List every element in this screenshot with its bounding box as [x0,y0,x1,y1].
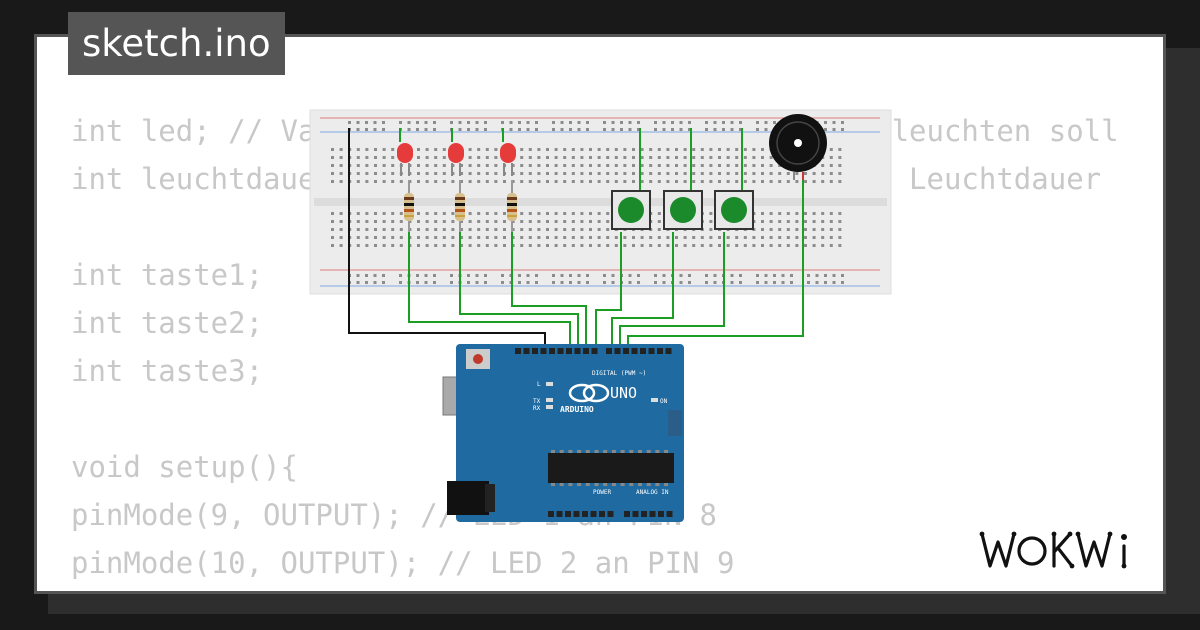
file-title[interactable]: sketch.ino [68,12,285,75]
code-line: int taste2; [71,306,264,340]
pushbutton-1[interactable] [611,190,651,230]
pushbutton-2[interactable] [663,190,703,230]
board-brand-label: ARDUINO [560,405,594,414]
digital-label: DIGITAL (PWM ~) [592,370,646,377]
code-line: int taste3; [71,354,264,388]
code-line: void setup(){ [71,450,298,484]
wokwi-logo-icon [979,531,1127,569]
resistor-2 [455,180,465,232]
rx-label: RX [533,405,541,412]
code-line: int taste1; [71,258,264,292]
led-3[interactable] [500,143,516,176]
tx-label: TX [533,398,541,405]
code-line: pinMode(10, OUTPUT); // LED 2 an PIN 9 [71,546,735,580]
resistor-3 [507,180,517,232]
pushbutton-3[interactable] [714,190,754,230]
on-label: ON [660,398,668,405]
led-1[interactable] [397,143,413,176]
resistor-1 [404,180,414,232]
l-label: L [537,381,541,388]
analog-label: ANALOG IN [636,489,669,496]
buzzer[interactable] [769,114,827,180]
led-2[interactable] [448,143,464,176]
power-label: POWER [593,489,611,496]
arduino-uno[interactable]: UNO ARDUINO DIGITAL (PWM ~) POWER ANALOG… [442,344,684,522]
board-model-label: UNO [610,384,637,402]
wiring [348,128,804,350]
